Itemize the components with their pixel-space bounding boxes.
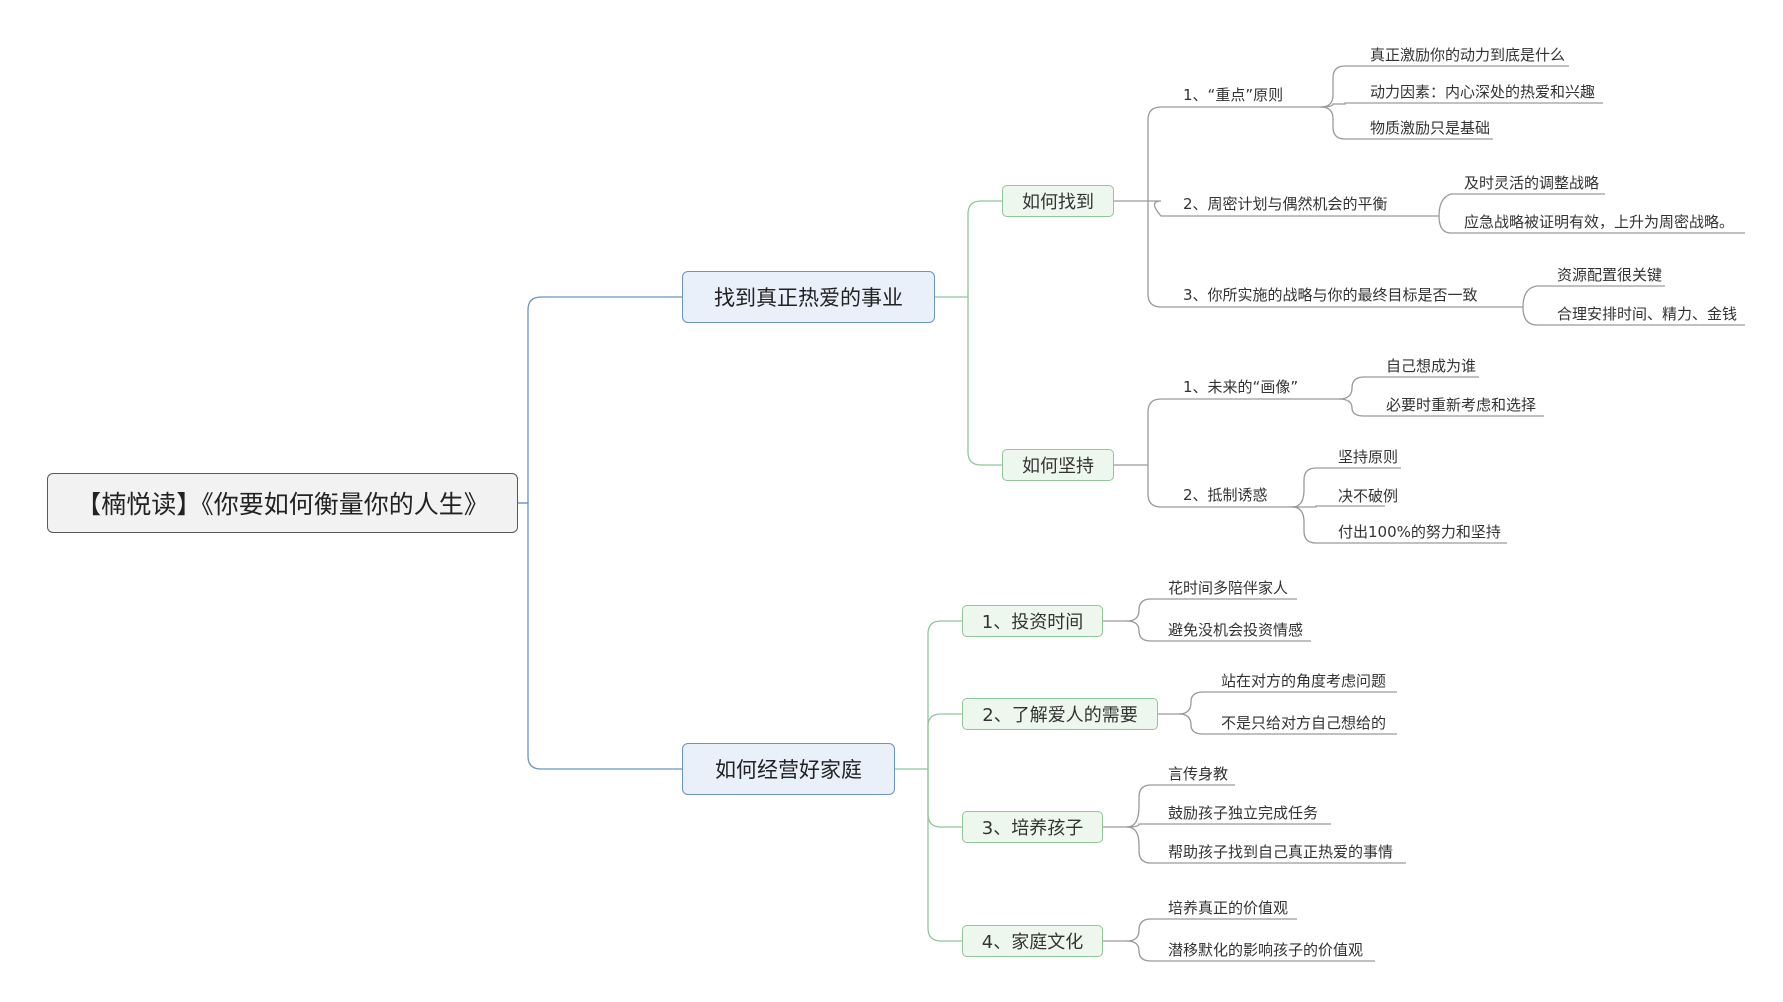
root-node[interactable]: 【楠悦读】《你要如何衡量你的人生》 bbox=[47, 473, 518, 533]
connector-find-1 bbox=[1114, 106, 1299, 202]
leaf-item[interactable]: 不是只给对方自己想给的 bbox=[1221, 714, 1387, 732]
leaf-item[interactable]: 花时间多陪伴家人 bbox=[1168, 579, 1289, 597]
leaf-item[interactable]: 自己想成为谁 bbox=[1386, 357, 1477, 375]
leaf-item[interactable]: 鼓励孩子独立完成任务 bbox=[1168, 804, 1319, 822]
branch-family[interactable]: 如何经营好家庭 bbox=[682, 743, 895, 795]
leaf-item[interactable]: 应急战略被证明有效，上升为周密战略。 bbox=[1464, 213, 1735, 231]
subtopic-resist-temptation[interactable]: 2、抵制诱惑 bbox=[1183, 486, 1268, 504]
leaf-item[interactable]: 物质激励只是基础 bbox=[1370, 119, 1491, 137]
leaf-item[interactable]: 避免没机会投资情感 bbox=[1168, 621, 1304, 639]
leaf-item[interactable]: 动力因素：内心深处的热爱和兴趣 bbox=[1370, 83, 1596, 101]
branch-career[interactable]: 找到真正热爱的事业 bbox=[682, 271, 935, 323]
topic-family-culture[interactable]: 4、家庭文化 bbox=[962, 925, 1103, 957]
connector-find-2 bbox=[1148, 200, 1427, 217]
leaf-item[interactable]: 培养真正的价值观 bbox=[1168, 899, 1289, 917]
connector-family-1 bbox=[895, 620, 962, 770]
topic-invest-time[interactable]: 1、投资时间 bbox=[962, 605, 1103, 637]
leaf-item[interactable]: 坚持原则 bbox=[1338, 448, 1399, 466]
leaf-item[interactable]: 言传身教 bbox=[1168, 765, 1229, 783]
leaf-item[interactable]: 真正激励你的动力到底是什么 bbox=[1370, 46, 1566, 64]
topic-how-to-find[interactable]: 如何找到 bbox=[1002, 185, 1114, 217]
connector-root-family bbox=[518, 502, 682, 770]
leaf-item[interactable]: 站在对方的角度考虑问题 bbox=[1221, 672, 1387, 690]
connector-persist-2 bbox=[1147, 465, 1268, 508]
leaf-item[interactable]: 决不破例 bbox=[1338, 487, 1399, 505]
connector-family-4 bbox=[927, 769, 962, 942]
connector-career-find bbox=[935, 200, 1002, 298]
leaf-item[interactable]: 帮助孩子找到自己真正热爱的事情 bbox=[1168, 843, 1394, 861]
leaf-item[interactable]: 资源配置很关键 bbox=[1557, 266, 1663, 284]
subtopic-plan-balance[interactable]: 2、周密计划与偶然机会的平衡 bbox=[1183, 195, 1388, 213]
topic-how-to-persist[interactable]: 如何坚持 bbox=[1002, 449, 1114, 481]
leaf-item[interactable]: 及时灵活的调整战略 bbox=[1464, 174, 1600, 192]
connector-find-3 bbox=[1147, 201, 1517, 308]
topic-understand-partner[interactable]: 2、了解爱人的需要 bbox=[962, 698, 1158, 730]
leaf-item[interactable]: 潜移默化的影响孩子的价值观 bbox=[1168, 941, 1364, 959]
leaf-item[interactable]: 付出100%的努力和坚持 bbox=[1338, 523, 1501, 541]
connector-family-3 bbox=[927, 769, 962, 828]
connector-family-2 bbox=[927, 713, 962, 769]
leaf-item[interactable]: 必要时重新考虑和选择 bbox=[1386, 396, 1537, 414]
connector-root-career bbox=[518, 296, 682, 504]
topic-raise-children[interactable]: 3、培养孩子 bbox=[962, 811, 1103, 843]
subtopic-strategy-alignment[interactable]: 3、你所实施的战略与你的最终目标是否一致 bbox=[1183, 286, 1478, 304]
connector-career-persist bbox=[967, 297, 1002, 466]
subtopic-future-portrait[interactable]: 1、未来的“画像” bbox=[1183, 378, 1299, 396]
subtopic-focus-principle[interactable]: 1、“重点”原则 bbox=[1183, 86, 1284, 104]
leaf-item[interactable]: 合理安排时间、精力、金钱 bbox=[1557, 305, 1738, 323]
connector-persist-1 bbox=[1114, 398, 1318, 466]
